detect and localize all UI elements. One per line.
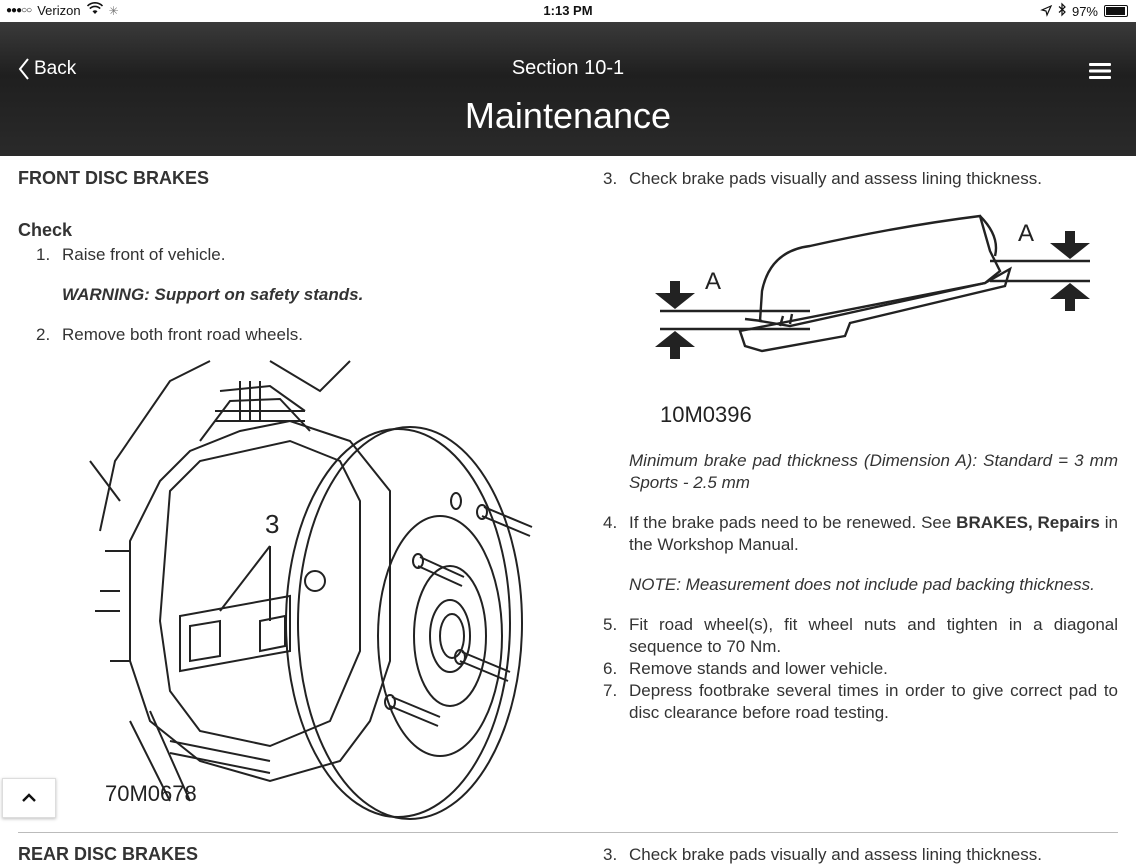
status-left: ●●●○○ Verizon ✳ [6, 2, 119, 18]
step-4-number: 4. [603, 513, 618, 532]
pad-figure-code: 10M0396 [660, 402, 752, 427]
signal-icon: ●●●○○ [6, 5, 32, 16]
step-1-number: 1. [36, 245, 51, 264]
carrier-label: Verizon [37, 3, 81, 18]
next-section-heading: REAR DISC BRAKES [18, 844, 199, 864]
step-7-number: 7. [603, 681, 618, 700]
battery-percent: 97% [1071, 3, 1098, 19]
front-brake-caliper-illustration: 3 [89, 360, 533, 820]
navigation-bar: Back Section 10-1 Maintenance [0, 22, 1136, 156]
battery-icon [1104, 5, 1128, 17]
wifi-icon [86, 2, 103, 18]
note-text: NOTE: Measurement does not include pad b… [629, 575, 1095, 594]
status-time: 1:13 PM [543, 3, 593, 18]
location-icon [1040, 4, 1053, 19]
step-7-text: Depress footbrake several times in order… [629, 681, 1118, 722]
min-thickness-note: Minimum brake pad thickness (Dimension A… [629, 451, 1118, 492]
step-3-number: 3. [603, 169, 618, 188]
page-title: Maintenance [464, 95, 672, 136]
section-label: Section 10-1 [511, 57, 625, 79]
step-4-text-start: If the brake pads need to be renewed. Se… [629, 513, 957, 532]
step-1-text: Raise front of vehicle. [62, 245, 226, 264]
next-step-number: 3. [603, 845, 618, 864]
step-4-text-end: in the Workshop Manual. [629, 513, 1118, 554]
status-bar: ●●●○○ Verizon ✳ 1:13 PM 97% [0, 0, 1136, 22]
activity-spinner-icon: ✳ [108, 3, 119, 18]
bluetooth-icon [1058, 2, 1066, 19]
section-divider [18, 832, 1118, 833]
dimension-a-right-label: A [1018, 220, 1034, 247]
step-5-number: 5. [603, 615, 618, 634]
section-heading: FRONT DISC BRAKES [18, 168, 210, 188]
dimension-a-left-label: A [705, 268, 721, 295]
workshop-manual-reference: BRAKES, Repairs [956, 513, 1100, 532]
next-step-text: Check brake pads visually and assess lin… [629, 845, 1042, 864]
document-content[interactable]: FRONT DISC BRAKES Check 1. Raise front o… [0, 156, 1136, 864]
menu-button[interactable] [1088, 62, 1112, 85]
front-figure-code: 70M0678 [105, 781, 197, 806]
chevron-up-icon [22, 793, 36, 802]
callout-3-label: 3 [265, 509, 279, 539]
chevron-left-icon [18, 58, 29, 80]
warning-text: WARNING: Support on safety stands. [62, 285, 364, 304]
scroll-to-top-button[interactable] [2, 778, 56, 818]
step-6-text: Remove stands and lower vehicle. [629, 659, 888, 678]
brake-pad-thickness-illustration: A A [655, 214, 1090, 359]
step-2-text: Remove both front road wheels. [62, 325, 303, 344]
step-3-text: Check brake pads visually and assess lin… [629, 169, 1042, 188]
step-4-text: If the brake pads need to be renewed. Se… [629, 512, 1118, 556]
step-6-number: 6. [603, 659, 618, 678]
battery-fill [1106, 7, 1126, 15]
status-right: 97% [1040, 2, 1128, 19]
subsection-heading: Check [18, 220, 73, 240]
back-button[interactable]: Back [18, 58, 76, 80]
step-5-text: Fit road wheel(s), fit wheel nuts and ti… [629, 615, 1118, 656]
step-2-number: 2. [36, 325, 51, 344]
back-button-label: Back [34, 58, 77, 79]
hamburger-menu-icon [1089, 63, 1111, 79]
